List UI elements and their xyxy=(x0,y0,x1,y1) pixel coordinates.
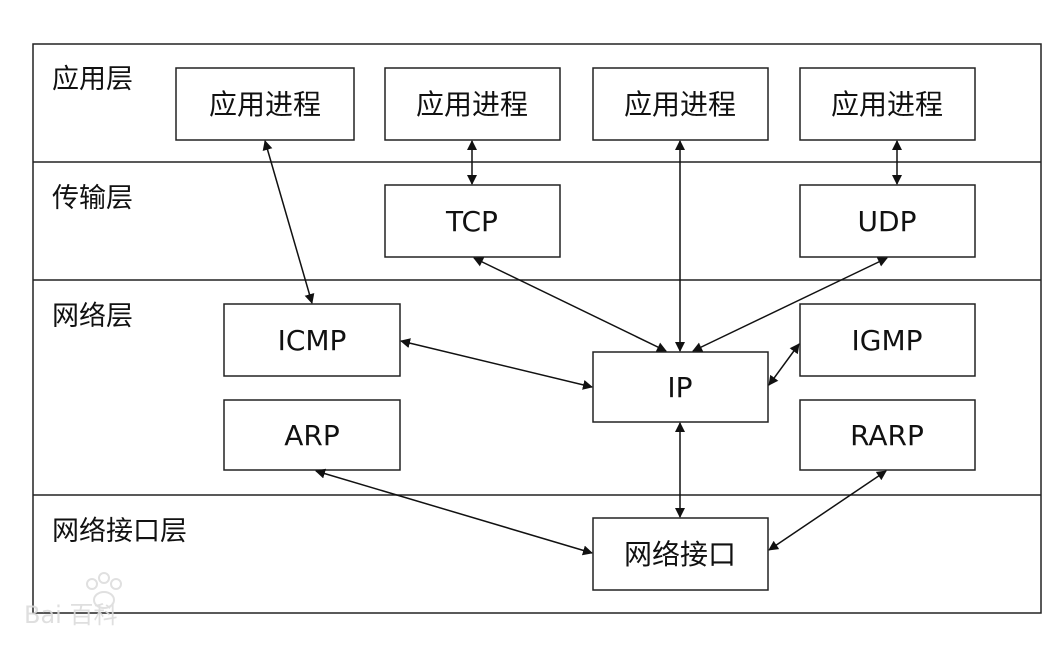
tcp-label: TCP xyxy=(445,205,498,238)
tcp-box xyxy=(384,184,561,258)
app-process-box-1 xyxy=(175,67,355,141)
rarp-label: RARP xyxy=(850,419,924,452)
network-layer-label: 网络层 xyxy=(52,301,133,332)
app-process-label-1: 应用进程 xyxy=(209,88,321,121)
app-process-box-2 xyxy=(384,67,561,141)
icmp-box xyxy=(223,303,401,377)
paw-icon xyxy=(86,572,122,609)
arrow-app1-icmp xyxy=(262,140,315,304)
arrow-arp-netif xyxy=(315,468,593,556)
ip-box xyxy=(592,351,769,423)
arp-box xyxy=(223,399,401,471)
application-layer-label: 应用层 xyxy=(52,64,133,95)
watermark-text: Bai 百科 xyxy=(24,601,117,629)
arrow-tcp-ip xyxy=(473,257,667,352)
app-process-box-3 xyxy=(592,67,769,141)
network-interface-box xyxy=(592,517,769,591)
arrow-udp-ip xyxy=(692,257,888,352)
arrow-igmp-ip xyxy=(768,343,800,386)
ip-label: IP xyxy=(667,371,692,404)
icmp-label: ICMP xyxy=(278,324,347,357)
app-process-label-3: 应用进程 xyxy=(624,88,736,121)
outer-frame xyxy=(32,43,1042,614)
udp-label: UDP xyxy=(858,205,917,238)
baidu-watermark: Bai 百科 xyxy=(24,572,122,629)
arrow-rarp-netif xyxy=(768,470,887,551)
igmp-label: IGMP xyxy=(852,324,923,357)
rarp-box xyxy=(799,399,976,471)
arp-label: ARP xyxy=(284,419,340,452)
arrow-icmp-ip xyxy=(400,338,593,390)
udp-box xyxy=(799,184,976,258)
network-interface-label: 网络接口 xyxy=(624,538,736,571)
app-process-label-2: 应用进程 xyxy=(416,88,528,121)
transport-layer-label: 传输层 xyxy=(52,183,133,214)
app-process-box-4 xyxy=(799,67,976,141)
link-layer-label: 网络接口层 xyxy=(52,516,187,547)
app-process-label-4: 应用进程 xyxy=(831,88,943,121)
